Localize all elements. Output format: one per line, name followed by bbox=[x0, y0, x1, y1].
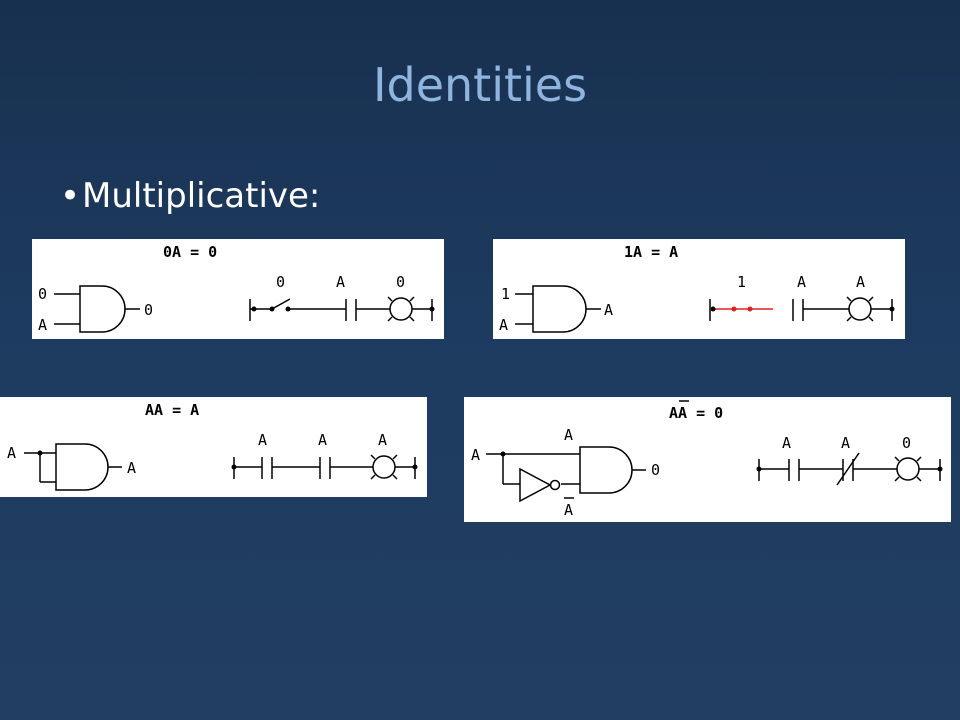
lamp-icon bbox=[389, 297, 413, 321]
equation-base: AA bbox=[669, 404, 687, 422]
gate-output-label: A bbox=[604, 301, 613, 319]
lamp-icon bbox=[896, 457, 920, 481]
gate-output-label: A bbox=[127, 459, 136, 477]
equation-text: 1A = A bbox=[624, 243, 678, 261]
gate-output-label: 0 bbox=[144, 301, 153, 319]
gate-input-label: A bbox=[499, 316, 508, 334]
equation-rest: = 0 bbox=[687, 404, 723, 422]
bullet-dot: • bbox=[60, 176, 81, 216]
bullet-text: Multiplicative: bbox=[82, 176, 321, 216]
and-gate bbox=[486, 446, 646, 494]
ladder-label: A bbox=[841, 434, 850, 452]
ladder-circuit bbox=[233, 454, 416, 480]
identity-panel-aa: AA = A A A A A A bbox=[0, 397, 427, 497]
ladder-circuit bbox=[249, 296, 433, 322]
gate-input-label: A bbox=[38, 316, 47, 334]
gate-output-label: 0 bbox=[651, 461, 660, 479]
equation-text: 0A = 0 bbox=[163, 243, 217, 261]
ladder-label: A bbox=[856, 273, 865, 291]
identity-panel-1a: 1A = A 1 A A 1 A A bbox=[493, 239, 905, 339]
ladder-circuit bbox=[709, 296, 893, 322]
not-gate bbox=[519, 467, 561, 503]
ladder-label: A bbox=[782, 434, 791, 452]
lamp-icon bbox=[848, 297, 872, 321]
ladder-label: 1 bbox=[737, 273, 746, 291]
gate-input-label: 1 bbox=[501, 285, 510, 303]
ladder-label: A bbox=[336, 273, 345, 291]
ladder-label: A bbox=[797, 273, 806, 291]
bullet-item: •Multiplicative: bbox=[60, 176, 320, 216]
nc-slash bbox=[836, 452, 860, 486]
lamp-icon bbox=[372, 455, 396, 479]
and-gate bbox=[515, 285, 601, 333]
equation-text: AA = A bbox=[145, 401, 199, 419]
slide-title: Identities bbox=[372, 58, 588, 112]
ladder-label: 0 bbox=[902, 434, 911, 452]
ladder-circuit bbox=[758, 452, 941, 486]
ladder-label: A bbox=[258, 431, 267, 449]
gate-input-label: 0 bbox=[38, 285, 47, 303]
gate-top-label: A bbox=[564, 426, 573, 444]
ladder-label: A bbox=[378, 431, 387, 449]
inverted-input-label: A bbox=[564, 501, 573, 519]
ladder-label: A bbox=[318, 431, 327, 449]
ladder-label: 0 bbox=[396, 273, 405, 291]
open-switch bbox=[271, 298, 291, 310]
equation-text: AA = 0 bbox=[669, 404, 723, 422]
and-gate bbox=[54, 285, 140, 333]
identity-panel-a-not-a: AA = 0 A A A 0 bbox=[464, 397, 951, 522]
ladder-label: 0 bbox=[276, 273, 285, 291]
identity-panel-0a: 0A = 0 0 A 0 0 A bbox=[32, 239, 444, 339]
gate-input-label: A bbox=[471, 446, 480, 464]
gate-input-label: A bbox=[7, 444, 16, 462]
